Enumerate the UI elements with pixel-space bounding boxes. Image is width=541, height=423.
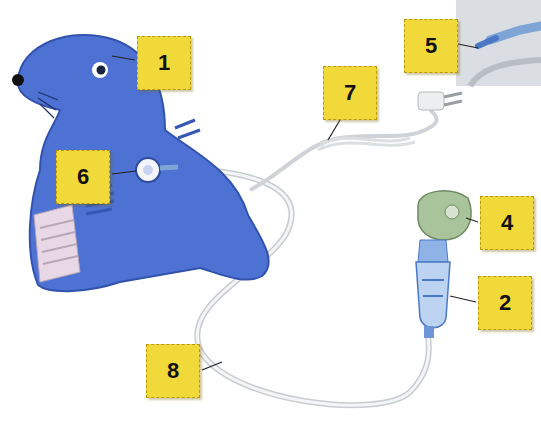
- callout-number: 4: [501, 210, 513, 236]
- callout-box: 2: [478, 276, 532, 330]
- callout-number: 5: [425, 33, 437, 59]
- callout-number: 1: [158, 50, 170, 76]
- callout-number: 8: [167, 358, 179, 384]
- callout-box: 8: [146, 344, 200, 398]
- callout-box: 7: [323, 66, 377, 120]
- seal-compressor: [12, 35, 269, 291]
- inset-photo: [456, 0, 541, 86]
- leader-lines: [112, 44, 478, 370]
- callout-number: 6: [77, 164, 89, 190]
- callout-box: 6: [56, 150, 110, 204]
- callout-box: 5: [404, 19, 458, 73]
- callout-number: 2: [499, 290, 511, 316]
- callout-number: 7: [344, 80, 356, 106]
- callout-box: 4: [480, 196, 534, 250]
- callout-box: 1: [137, 36, 191, 90]
- mask-and-nebulizer: [416, 191, 471, 338]
